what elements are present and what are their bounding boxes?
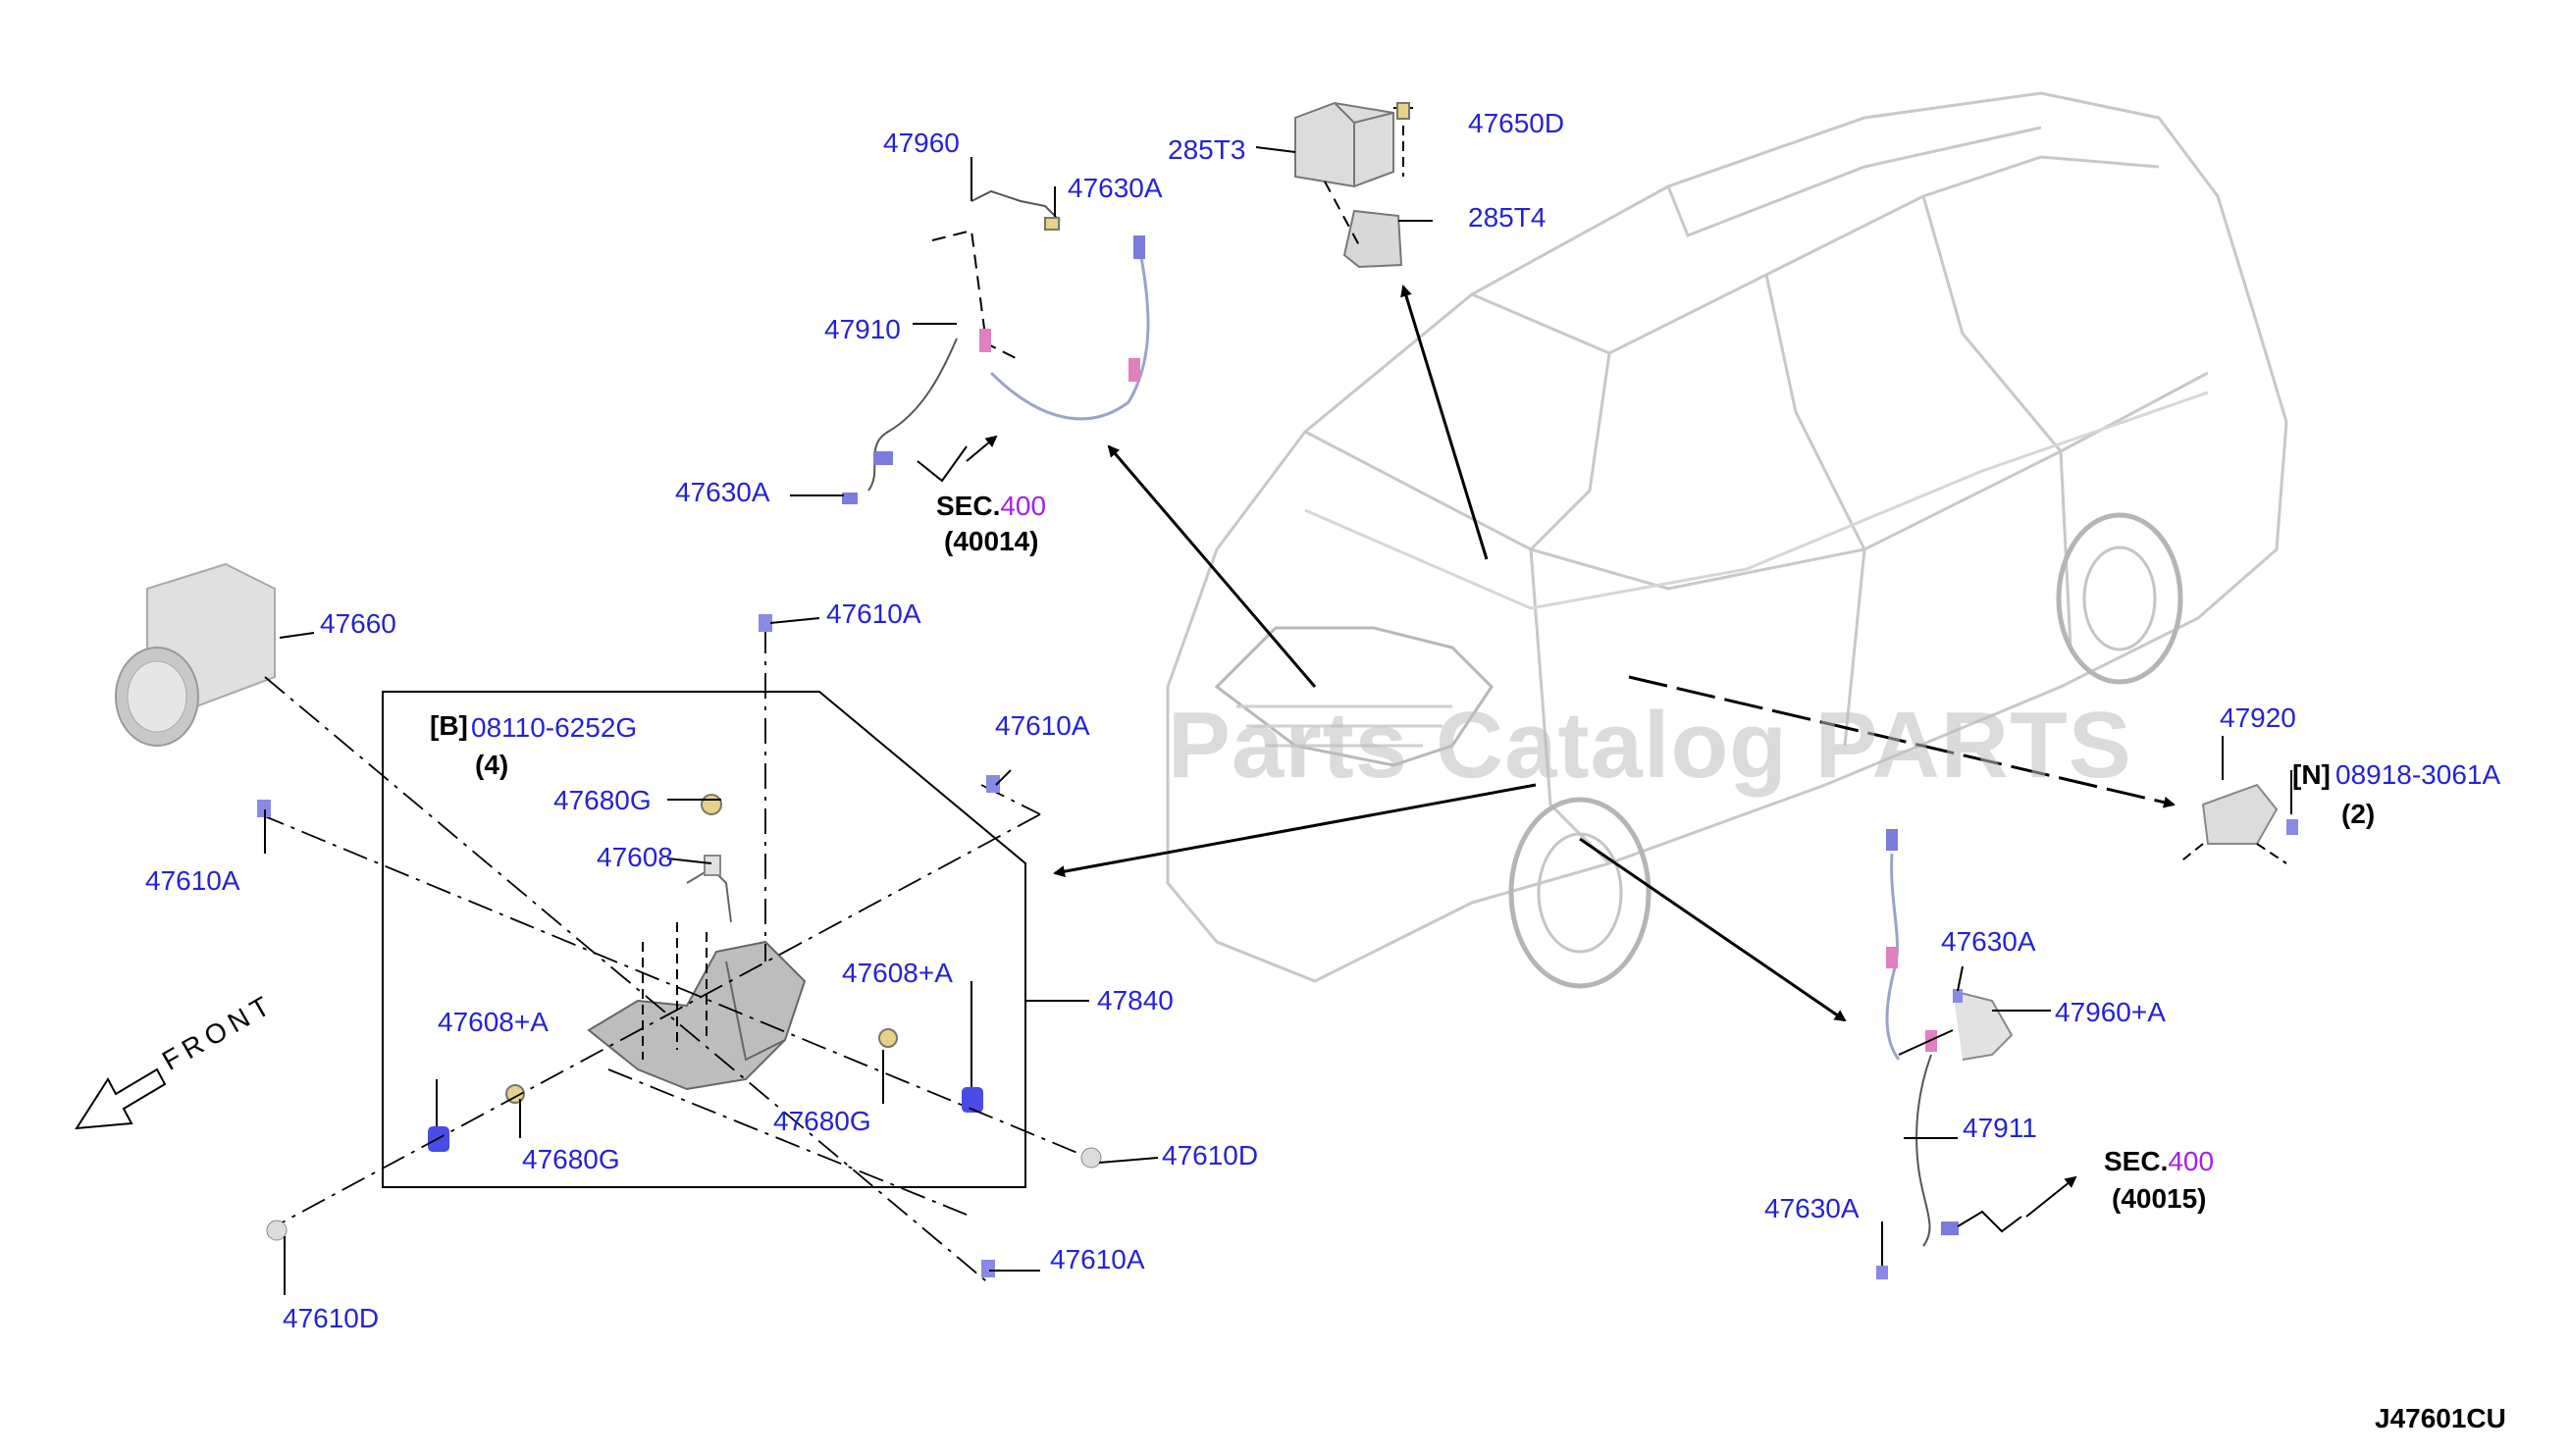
section-sub-40014: (40014) [944, 526, 1039, 556]
callout-arrows [1053, 285, 2176, 1022]
front-direction-arrow [75, 1067, 167, 1130]
section-prefix: SEC. [936, 491, 1001, 521]
part-label-47660[interactable]: 47660 [320, 608, 396, 639]
label-leaders [264, 617, 1159, 1295]
bolt-code-label[interactable]: 08110-6252G [471, 712, 638, 743]
part-label-285t4[interactable]: 285T4 [1468, 202, 1547, 233]
part-label-47680g-mid[interactable]: 47680G [773, 1106, 871, 1136]
watermark: Parts Catalog PARTS [1168, 693, 2132, 798]
part-label-47630a-rear2[interactable]: 47630A [1764, 1193, 1860, 1223]
part-label-47680g-left[interactable]: 47680G [522, 1144, 620, 1174]
control-unit-group [1255, 101, 1433, 269]
part-label-47608a-left[interactable]: 47608+A [438, 1007, 549, 1037]
callout-n: [N] [2292, 759, 2331, 790]
part-label-47920[interactable]: 47920 [2220, 702, 2296, 733]
part-label-47911[interactable]: 47911 [1963, 1113, 2037, 1143]
n-quantity: (2) [2341, 799, 2376, 829]
section-number: 400 [1000, 491, 1047, 521]
part-label-47840[interactable]: 47840 [1097, 985, 1174, 1015]
section-ref-40015[interactable]: SEC.400 [2104, 1146, 2214, 1177]
bolt-quantity: (4) [475, 750, 509, 780]
part-label-08918-3061a[interactable]: 08918-3061A [2335, 759, 2501, 790]
front-sensor-harness-group [790, 157, 1150, 504]
section-sub-40015: (40015) [2112, 1183, 2207, 1214]
part-label-47960[interactable]: 47960 [883, 128, 960, 158]
section-ref-40014[interactable]: SEC.400 [936, 491, 1046, 522]
part-label-47680g-top[interactable]: 47680G [553, 785, 652, 815]
part-label-47610a-top[interactable]: 47610A [826, 598, 921, 629]
rear-sensor-harness-group [1876, 829, 2077, 1279]
vehicle-illustration [1166, 91, 2288, 989]
fasteners [257, 614, 1102, 1277]
diagram-code: J47601CU [2375, 1403, 2506, 1433]
part-label-47608a-right[interactable]: 47608+A [842, 958, 953, 988]
part-label-47610d-left[interactable]: 47610D [283, 1303, 380, 1333]
part-label-285t3[interactable]: 285T3 [1168, 134, 1246, 165]
part-label-47610a-left[interactable]: 47610A [145, 865, 240, 896]
part-label-47610a-right[interactable]: 47610A [995, 710, 1090, 741]
part-label-47960a[interactable]: 47960+A [2055, 997, 2166, 1027]
part-label-47910[interactable]: 47910 [824, 314, 901, 344]
part-label-47630a-rear1[interactable]: 47630A [1941, 926, 2036, 957]
projection-lines [259, 628, 1090, 1286]
bracket-assembly-box [382, 691, 1089, 1188]
section-number: 400 [2168, 1146, 2215, 1176]
part-label-47610a-bottom[interactable]: 47610A [1050, 1244, 1145, 1274]
part-label-47650d[interactable]: 47650D [1468, 108, 1565, 138]
yaw-sensor-group [2177, 736, 2298, 864]
part-label-47608[interactable]: 47608 [597, 842, 673, 872]
part-label-47630a-left[interactable]: 47630A [675, 477, 770, 507]
part-label-47610d-right[interactable]: 47610D [1162, 1140, 1259, 1170]
abs-actuator [115, 562, 315, 747]
part-label-47630a-top[interactable]: 47630A [1068, 173, 1163, 203]
callout-b: [B] [430, 710, 468, 741]
section-prefix: SEC. [2104, 1146, 2169, 1176]
